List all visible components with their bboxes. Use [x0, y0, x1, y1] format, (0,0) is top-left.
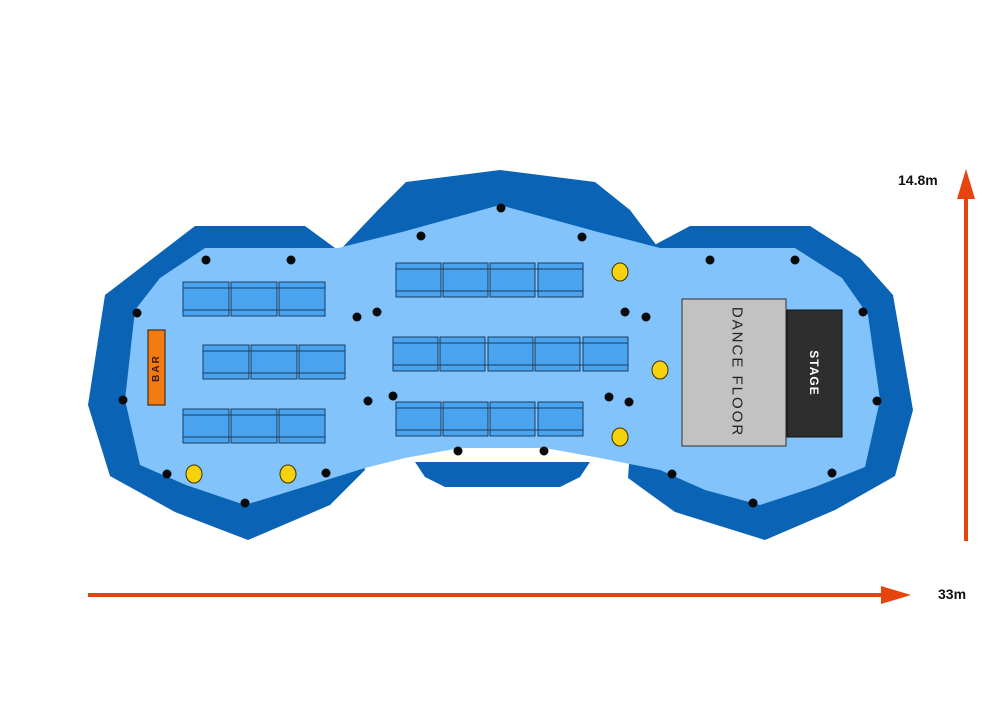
lights [185, 262, 669, 484]
bar [147, 329, 166, 406]
table [487, 336, 534, 372]
light [279, 464, 297, 484]
light [611, 427, 629, 447]
table [392, 336, 439, 372]
height-label: 14.8m [898, 172, 938, 188]
light [185, 464, 203, 484]
table [582, 336, 629, 372]
column-dot [162, 469, 172, 479]
dance-floor-label: DANCE FLOOR [729, 307, 746, 437]
column-dot [372, 307, 382, 317]
column-dot [790, 255, 800, 265]
table [298, 344, 346, 380]
table [182, 281, 230, 317]
light [651, 360, 669, 380]
table [537, 262, 584, 298]
table [230, 408, 278, 444]
bar-label: BAR [151, 354, 162, 382]
table [230, 281, 278, 317]
table [278, 281, 326, 317]
column-dot [132, 308, 142, 318]
center-bottom-wall [415, 462, 590, 487]
table [250, 344, 298, 380]
column-dot [872, 396, 882, 406]
column-dot [827, 468, 837, 478]
column-dot [496, 203, 506, 213]
height-arrow [957, 169, 975, 541]
column-dot [286, 255, 296, 265]
column-dot [416, 231, 426, 241]
column-dot [388, 391, 398, 401]
table [202, 344, 250, 380]
column-dot [363, 396, 373, 406]
width-arrow [88, 586, 911, 604]
column-dot [577, 232, 587, 242]
column-dot [641, 312, 651, 322]
column-dot [748, 498, 758, 508]
column-dot [118, 395, 128, 405]
column-dot [240, 498, 250, 508]
table [395, 262, 442, 298]
column-dot [624, 397, 634, 407]
table [442, 401, 489, 437]
light [611, 262, 629, 282]
column-dot [620, 307, 630, 317]
table [489, 262, 536, 298]
width-label: 33m [938, 586, 967, 602]
table [489, 401, 536, 437]
table [442, 262, 489, 298]
tables-left [182, 281, 346, 444]
tables-left-lines [183, 287, 345, 438]
table [395, 401, 442, 437]
columns [118, 203, 882, 508]
tables-center-lines [393, 268, 628, 431]
stage [786, 309, 843, 438]
table [534, 336, 581, 372]
column-dot [352, 312, 362, 322]
column-dot [705, 255, 715, 265]
stage-label: STAGE [807, 350, 821, 395]
table [182, 408, 230, 444]
dance-floor [681, 298, 787, 447]
table [439, 336, 486, 372]
column-dot [604, 392, 614, 402]
column-dot [667, 469, 677, 479]
column-dot [321, 468, 331, 478]
column-dot [858, 307, 868, 317]
column-dot [453, 446, 463, 456]
column-dot [539, 446, 549, 456]
column-dot [201, 255, 211, 265]
table [278, 408, 326, 444]
table [537, 401, 584, 437]
